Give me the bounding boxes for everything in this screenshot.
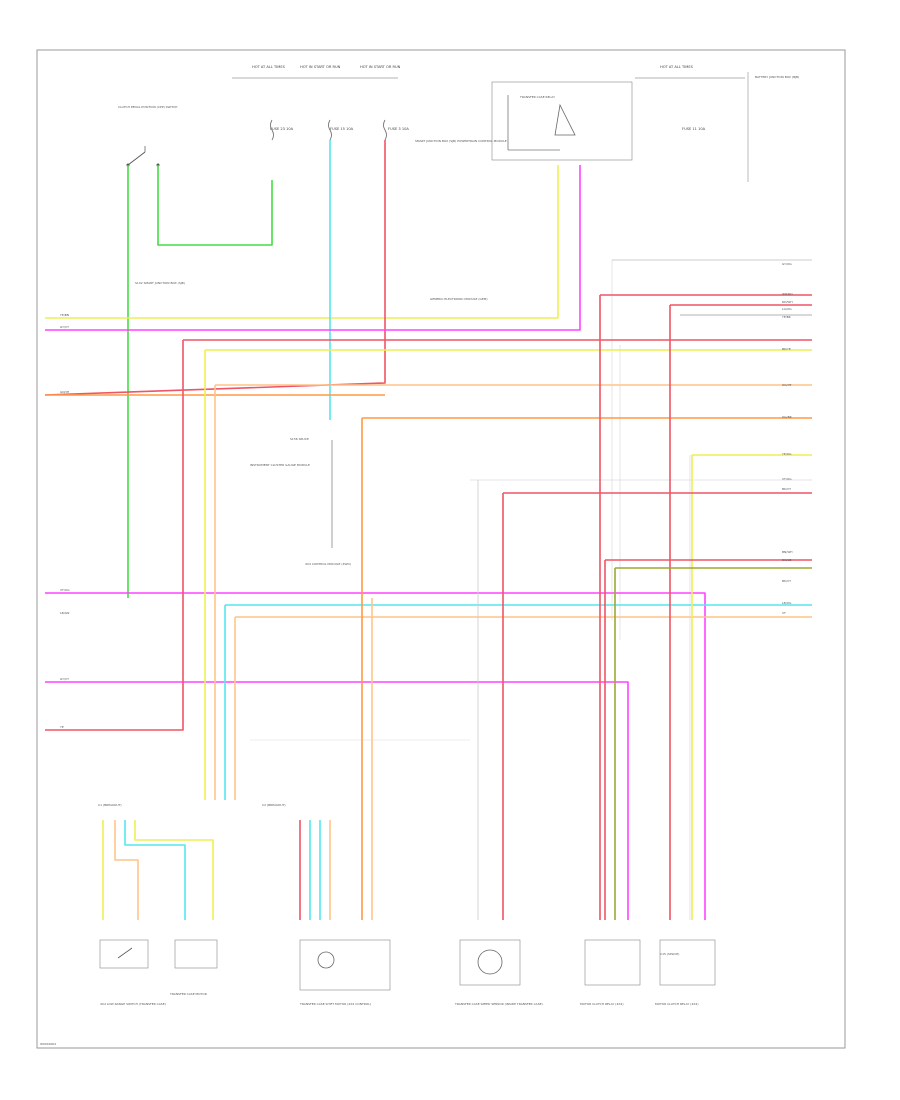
wire-label-l2: GN/YE: [60, 390, 69, 394]
bottom-components: 4X4 LOW RANGE SWITCH (TRANSFER CASE) TRA…: [98, 803, 716, 1006]
top-label-2: HOT IN START OR RUN: [300, 65, 341, 69]
wire-label-r12: OG/LB: [782, 558, 791, 562]
connector-label-1: C1 (BREAKOUT): [98, 803, 122, 807]
top-label-5: BATTERY JUNCTION BOX (BJB): [755, 75, 799, 79]
shift-motor-symbol: [299, 939, 391, 991]
wire-label-r0: GY/OG: [782, 262, 792, 266]
clutch-switch: CLUTCH PEDAL POSITION (CPP) SWITCH: [118, 105, 177, 167]
component-3-name: TRANSFER CASE SHIFT MOTOR (4X4 CONTROL): [299, 1002, 371, 1006]
component-2-name: TRANSFER CASE MOTOR: [169, 992, 207, 996]
diagram-frame: [36, 49, 846, 1049]
splice-note: S102 SMART JUNCTION BOX (SJB): [135, 281, 185, 285]
component-1-name: 4X4 LOW RANGE SWITCH (TRANSFER CASE): [100, 1002, 166, 1006]
wire-label-l1: GY/VT: [60, 325, 69, 329]
wire-label-r10: BK/VT: [782, 487, 791, 491]
wire-label-l6: YE: [60, 725, 64, 729]
gem-label: GENERIC ELECTRONIC MODULE (GEM): [430, 297, 488, 301]
wire-label-r13: BK/VT: [782, 579, 791, 583]
wire-label-r7: OG/BK: [782, 415, 793, 419]
wire-label-r9: VT/OG: [782, 477, 792, 481]
mid-splice-label: S156 SPLICE: [290, 437, 309, 441]
wire-label-r4: YE/BK: [782, 315, 792, 319]
wire-label-r14: LB/OG: [782, 601, 792, 605]
wire-45: [124, 820, 186, 920]
clutch-relay-1-symbol: [584, 939, 641, 986]
sjb-note: SMART JUNCTION BOX (SJB) POWERTRAIN CONT…: [415, 139, 507, 143]
footer-code: W0000001: [40, 1042, 56, 1046]
top-label-3: HOT IN START OR RUN: [360, 65, 401, 69]
clutch-relay-2-symbol: [659, 939, 716, 986]
wire-label-r11: BN/WH: [782, 550, 793, 554]
wire-46: [134, 820, 214, 920]
fuse-1: FUSE 23 10A: [270, 127, 294, 131]
wire-15: [45, 681, 629, 920]
wire-label-r8: YE/OG: [782, 452, 792, 456]
mid-module-label: 4X4 CONTROL MODULE (4WD): [305, 562, 351, 566]
wire-label-l0: YE/BN: [60, 313, 69, 317]
wire-8: [157, 165, 273, 246]
fuse-4: FUSE 11 10A: [682, 127, 706, 131]
wire-label-r15: VT: [782, 611, 786, 615]
top-label-4: HOT AT ALL TIMES: [660, 65, 694, 69]
wire-11: [44, 140, 386, 396]
fuse-3: FUSE 3 10A: [388, 127, 409, 131]
wire-label-r5: BK/YE: [782, 347, 791, 351]
connector-label-2: C2 (BREAKOUT): [262, 803, 286, 807]
clutch-switch-label: CLUTCH PEDAL POSITION (CPP) SWITCH: [118, 105, 177, 109]
power-bus: HOT AT ALL TIMES HOT IN START OR RUN HOT…: [232, 65, 799, 182]
wire-label-r3: LG/OG: [782, 307, 792, 311]
connector-label-3: C15 (SPLICE): [660, 952, 679, 956]
wire-label-l4: LB/GN: [60, 611, 69, 615]
relay-box: [491, 81, 633, 161]
wire-labels: GY/OG WH/RD RD/WH LG/OG YE/BK BK/YE OG/YE OG/BK…: [60, 262, 793, 729]
wire-label-r6: OG/YE: [782, 383, 792, 387]
mid-module: S156 SPLICE INSTRUMENT CLUSTER GAUGE MOD…: [250, 437, 351, 566]
wire-label-l5: GY/VT: [60, 677, 69, 681]
transfer-case-motor-symbol: [174, 939, 218, 969]
wire-label-l3: VT/OG: [60, 588, 70, 592]
component-6-name: MOTOR CLUTCH RELAY (4X4): [655, 1002, 699, 1006]
wire-44: [114, 820, 139, 920]
component-5-name: MOTOR CLUTCH RELAY (4X4): [580, 1002, 624, 1006]
wire-harness: [44, 140, 812, 920]
wire-9: [45, 165, 559, 319]
fuse-2: FUSE 15 10A: [330, 127, 354, 131]
low-range-switch-symbol: [99, 939, 149, 969]
wire-16: [45, 340, 184, 731]
component-4-name: TRANSFER CASE SPEED SENSOR (INSIDE TRANS…: [454, 1002, 543, 1006]
mid-block-label: INSTRUMENT CLUSTER GAUGE MODULE: [250, 463, 310, 467]
speed-sensor-symbol: [459, 939, 521, 986]
wire-14: [45, 592, 706, 920]
relay-label: TRANSFER CASE RELAY: [519, 95, 555, 99]
wire-label-r1: WH/RD: [782, 292, 793, 296]
wire-label-r2: RD/WH: [782, 300, 793, 304]
top-label-1: HOT AT ALL TIMES: [252, 65, 286, 69]
wire-13: [45, 165, 581, 331]
